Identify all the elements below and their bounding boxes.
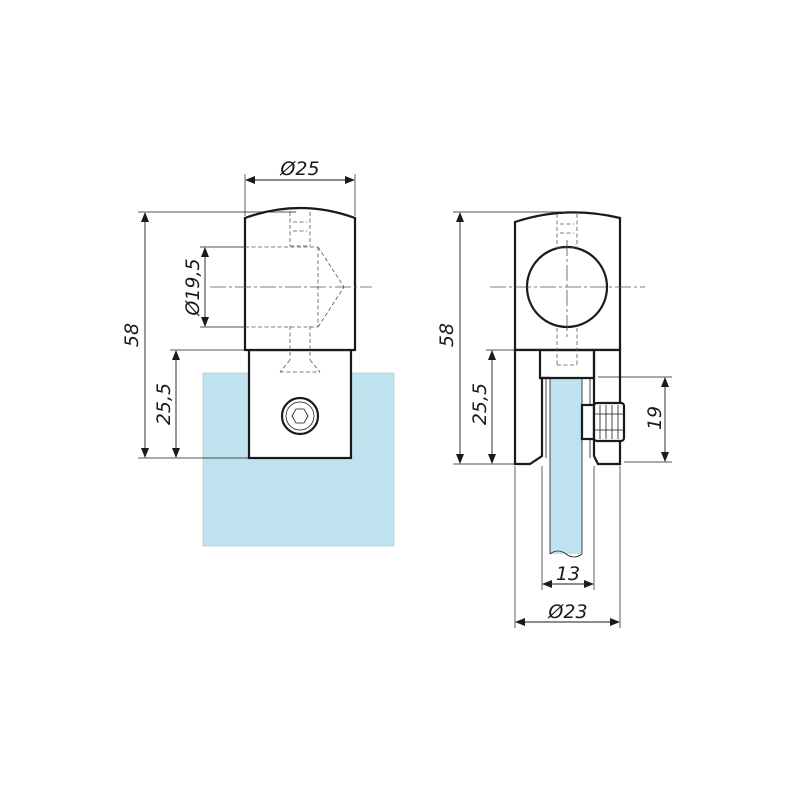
side-glass-thickness-label: 13 (556, 563, 580, 585)
front-view: Ø25 Ø19,5 58 25,5 (121, 158, 395, 547)
front-lower-body (247, 348, 353, 460)
side-total-height-label: 58 (436, 323, 458, 347)
front-tube-diameter-dimension: Ø19,5 (182, 246, 244, 328)
side-bottom-screw-hidden (556, 328, 578, 366)
side-view: 58 25,5 19 13 Ø23 (436, 211, 672, 628)
side-total-height-dimension: 58 (436, 211, 562, 465)
front-lower-height-label: 25,5 (153, 383, 175, 425)
front-outer-diameter-dimension: Ø25 (244, 158, 356, 216)
front-tube-diameter-label: Ø19,5 (182, 258, 204, 316)
side-base-diameter-label: Ø23 (547, 601, 587, 623)
side-lower-height-label: 25,5 (469, 383, 491, 425)
side-screw-height-label: 19 (644, 406, 666, 430)
front-lower-height-dimension: 25,5 (153, 349, 249, 458)
side-lower-left-leg (513, 348, 550, 466)
front-total-height-label: 58 (121, 323, 143, 347)
front-top-setscrew-hidden (289, 212, 311, 247)
side-screw-height-dimension: 19 (598, 376, 672, 463)
front-total-height-dimension: 58 (121, 211, 296, 459)
side-clamp-screw-icon (580, 401, 626, 443)
side-glass-panel (549, 378, 583, 558)
side-glass-thickness-dimension: 13 (541, 466, 595, 590)
side-base-diameter-dimension: Ø23 (514, 466, 621, 628)
front-bottom-screw-hidden (279, 326, 321, 373)
side-lower-height-dimension: 25,5 (469, 349, 515, 464)
front-outer-diameter-label: Ø25 (279, 158, 319, 180)
front-upper-head (243, 206, 357, 352)
hex-socket-screw-icon (280, 396, 320, 436)
